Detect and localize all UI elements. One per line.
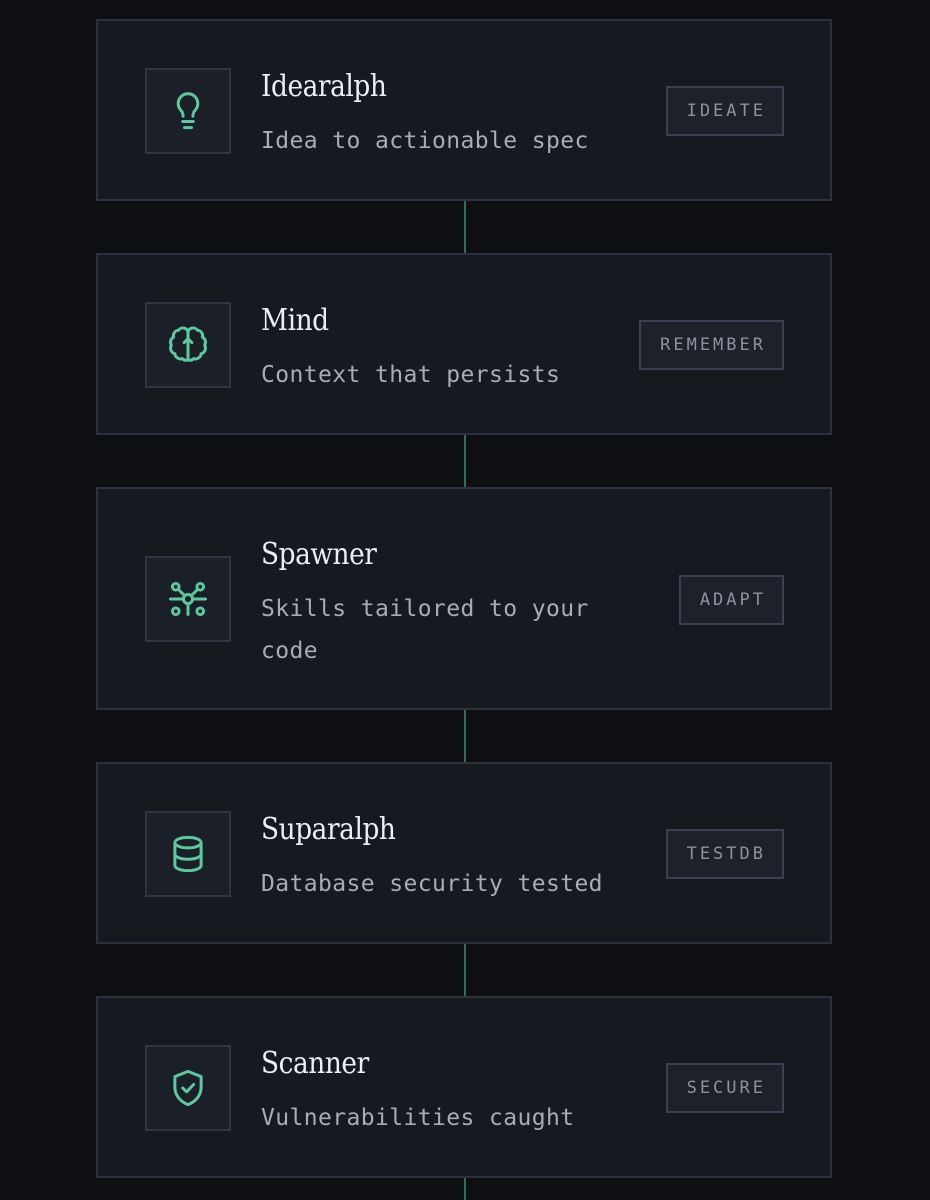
step-card-suparalph[interactable]: Suparalph Database security tested TESTD… (96, 762, 832, 944)
step-card-scanner[interactable]: Scanner Vulnerabilities caught SECURE (96, 996, 832, 1178)
connector-line (464, 943, 466, 997)
step-icon-box (145, 302, 231, 388)
step-card-idearalph[interactable]: Idearalph Idea to actionable spec IDEATE (96, 19, 832, 201)
step-tag: TESTDB (665, 829, 784, 879)
brain-icon (169, 326, 207, 362)
step-description: Database security tested (261, 871, 603, 897)
connector-line (464, 709, 466, 763)
step-description: Idea to actionable spec (261, 128, 589, 154)
step-card-mind[interactable]: Mind Context that persists REMEMBER (96, 253, 832, 435)
connector-line (464, 1176, 466, 1200)
step-title: Mind (261, 303, 329, 338)
step-title: Idearalph (261, 69, 387, 104)
shield-check-icon (173, 1069, 203, 1107)
step-description: Vulnerabilities caught (261, 1105, 575, 1131)
step-description: Context that persists (261, 362, 561, 388)
step-icon-box (145, 556, 231, 642)
step-tag: SECURE (665, 1063, 784, 1113)
step-description: Skills tailored to your code (261, 596, 589, 664)
lightbulb-icon (176, 92, 200, 130)
step-icon-box (145, 68, 231, 154)
database-icon (173, 835, 203, 873)
step-title: Scanner (261, 1046, 369, 1081)
step-tag: REMEMBER (639, 320, 784, 370)
step-tag: ADAPT (678, 575, 784, 625)
step-title: Spawner (261, 537, 377, 572)
step-tag: IDEATE (665, 86, 784, 136)
step-card-spawner[interactable]: Spawner Skills tailored to your code ADA… (96, 487, 832, 710)
step-icon-box (145, 811, 231, 897)
step-icon-box (145, 1045, 231, 1131)
connector-line (464, 434, 466, 488)
connector-line (464, 200, 466, 254)
network-icon (169, 581, 207, 617)
step-title: Suparalph (261, 812, 396, 847)
